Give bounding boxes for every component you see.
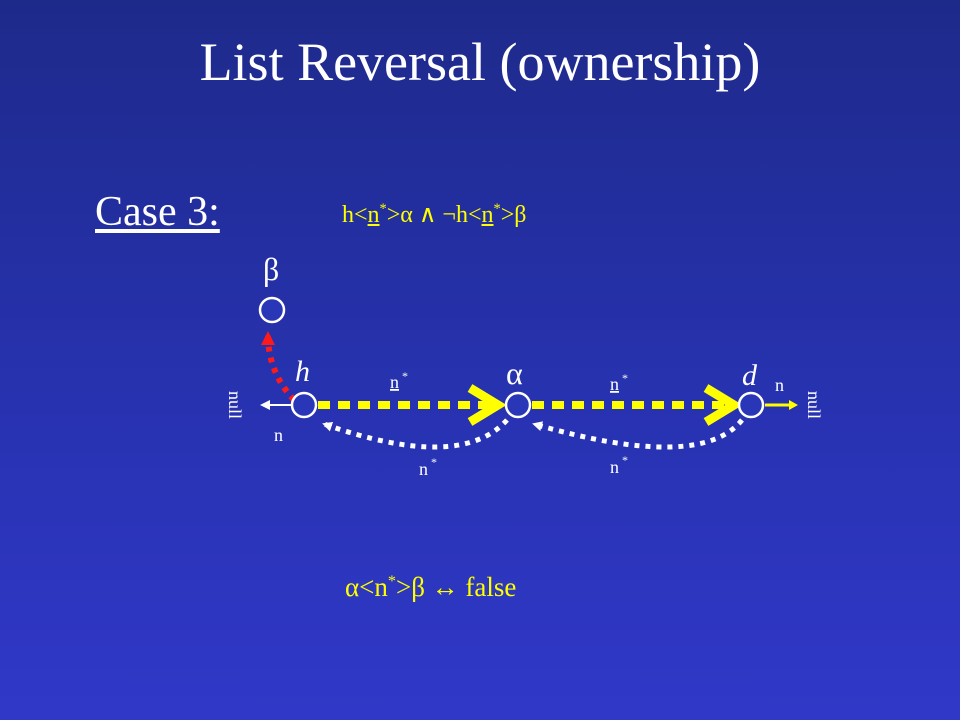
null-label-left: null <box>225 391 245 419</box>
edge-h-to-beta <box>261 331 297 403</box>
arrowhead-d-null <box>789 400 798 410</box>
label-d: d <box>742 359 758 392</box>
arrowhead-alpha-to-d <box>703 384 743 426</box>
edge-label-h-alpha-bottom: n * <box>419 455 437 479</box>
edge-label-h-alpha-top: n * <box>390 369 408 392</box>
svg-text:n: n <box>610 374 619 394</box>
edge-d-to-alpha-back <box>532 418 744 450</box>
edge-alpha-to-h-back <box>322 418 509 450</box>
label-h: h <box>295 355 310 388</box>
slide-title: List Reversal (ownership) <box>199 32 761 92</box>
node-d <box>737 391 765 419</box>
svg-text:n: n <box>390 372 399 392</box>
label-beta: β <box>263 251 279 287</box>
node-h <box>290 391 318 419</box>
node-alpha <box>504 391 532 419</box>
arrowhead-h-to-alpha <box>467 384 507 426</box>
svg-text:*: * <box>622 453 628 467</box>
result-formula: α<n*>β ↔ false <box>345 572 517 602</box>
svg-text:*: * <box>431 455 437 469</box>
edge-label-h-null-n: n <box>274 425 283 445</box>
svg-text:n: n <box>419 459 428 479</box>
null-label-right: null <box>804 391 824 419</box>
edge-label-d-null-n: n <box>775 375 784 395</box>
node-beta <box>258 296 286 324</box>
svg-text:n: n <box>610 457 619 477</box>
edge-label-alpha-d-bottom: n * <box>610 453 628 477</box>
case-label: Case 3: <box>95 189 220 235</box>
edge-label-alpha-d-top: n * <box>610 371 628 394</box>
condition-formula: h<n*>α ∧ ¬h<n*>β <box>342 201 527 228</box>
svg-text:*: * <box>622 371 628 385</box>
label-alpha: α <box>506 355 523 391</box>
svg-text:*: * <box>402 369 408 383</box>
